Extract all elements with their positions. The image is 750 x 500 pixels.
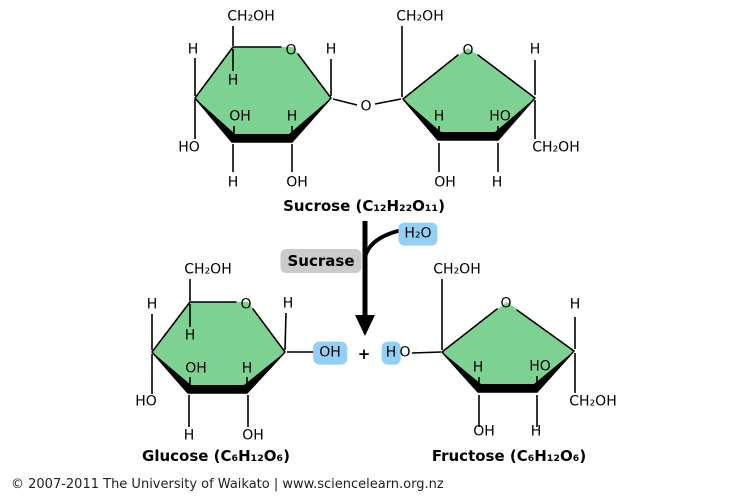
released-hydrogen-badge: H (381, 341, 401, 365)
sucrose-fructose-h-bottom-label: H (491, 174, 503, 191)
substrate-name-label: Sucrose (C₁₂H₂₂O₁₁) (283, 197, 445, 215)
glucose-oh-bottom-label: OH (242, 427, 264, 444)
glucose-ho-left-label: HO (135, 393, 157, 410)
water-molecule-badge: H₂O (398, 222, 438, 246)
glucose-h-bottom-label: H (183, 427, 195, 444)
glucose-ch2oh-label: CH₂OH (184, 261, 232, 278)
sucrose-fructose-ho-inner-label: HO (489, 108, 511, 125)
released-hydroxyl-badge: OH (313, 341, 347, 365)
product-right-name-label: Fructose (C₆H₁₂O₆) (431, 447, 587, 465)
fructose-h-bottom-label: H (530, 423, 542, 440)
fructose-h-inner-label: H (472, 359, 484, 376)
fructose-ring-oxygen-label: O (500, 295, 512, 312)
glucose-ring-shape (151, 301, 286, 394)
fructose-h-right-label: H (569, 296, 581, 313)
glycosidic-oxygen-label: O (360, 98, 372, 115)
fructose-oh-bottom-label: OH (473, 423, 495, 440)
sucrose-glucose-ring-shape (194, 46, 332, 143)
sucrose-fructose-ch2oh-right-label: CH₂OH (532, 139, 580, 156)
sucrose-fructose-oh-bottom-label: OH (434, 174, 456, 191)
sucrose-fructose-ring-oxygen-label: O (462, 42, 474, 59)
glucose-h-inner-top-label: H (184, 327, 196, 344)
reaction-arrow (355, 221, 375, 336)
sucrose-glucose-ring-oxygen-label: O (285, 42, 297, 59)
product-left-name-label: Glucose (C₆H₁₂O₆) (142, 447, 290, 465)
glucose-ring-oxygen-label: O (240, 296, 252, 313)
fructose-ring-shape (441, 302, 575, 393)
sucrose-glucose-h-inner-right-label: H (286, 108, 298, 125)
glucose-h-inner-right-label: H (241, 360, 253, 377)
sucrose-glucose-ho-left-label: HO (178, 139, 200, 156)
fructose-ch2oh-right-label: CH₂OH (569, 393, 617, 410)
sucrose-glucose-ch2oh-label: CH₂OH (227, 8, 275, 25)
sucrose-glucose-oh-inner-label: OH (229, 108, 251, 125)
sucrose-glucose-h-inner-top-label: H (227, 72, 239, 89)
glucose-h-topleft-label: H (146, 296, 158, 313)
glucose-oh-inner-label: OH (185, 360, 207, 377)
glucose-h-right-label: H (282, 295, 294, 312)
sucrose-fructose-ring-shape (402, 48, 536, 141)
fructose-ch2oh-label: CH₂OH (433, 261, 481, 278)
released-hydrogen-oxygen-label: O (399, 344, 411, 361)
water-curve (363, 229, 400, 259)
sucrose-fructose-ch2oh-label: CH₂OH (396, 8, 444, 25)
sucrose-glucose-h-right-label: H (325, 41, 337, 58)
sucrose-fructose-h-inner-label: H (433, 108, 445, 125)
plus-sign: + (357, 345, 371, 363)
sucrose-glucose-h-topleft-label: H (187, 41, 199, 58)
copyright-credit: © 2007-2011 The University of Waikato | … (11, 477, 444, 492)
fructose-ho-inner-label: HO (529, 358, 551, 375)
enzyme-badge: Sucrase (280, 249, 362, 273)
sucrose-fructose-h-right-label: H (529, 41, 541, 58)
bond-lines (151, 26, 576, 427)
sucrose-glucose-oh-bottom-label: OH (286, 174, 308, 191)
sucrose-glucose-h-bottom-label: H (227, 174, 239, 191)
